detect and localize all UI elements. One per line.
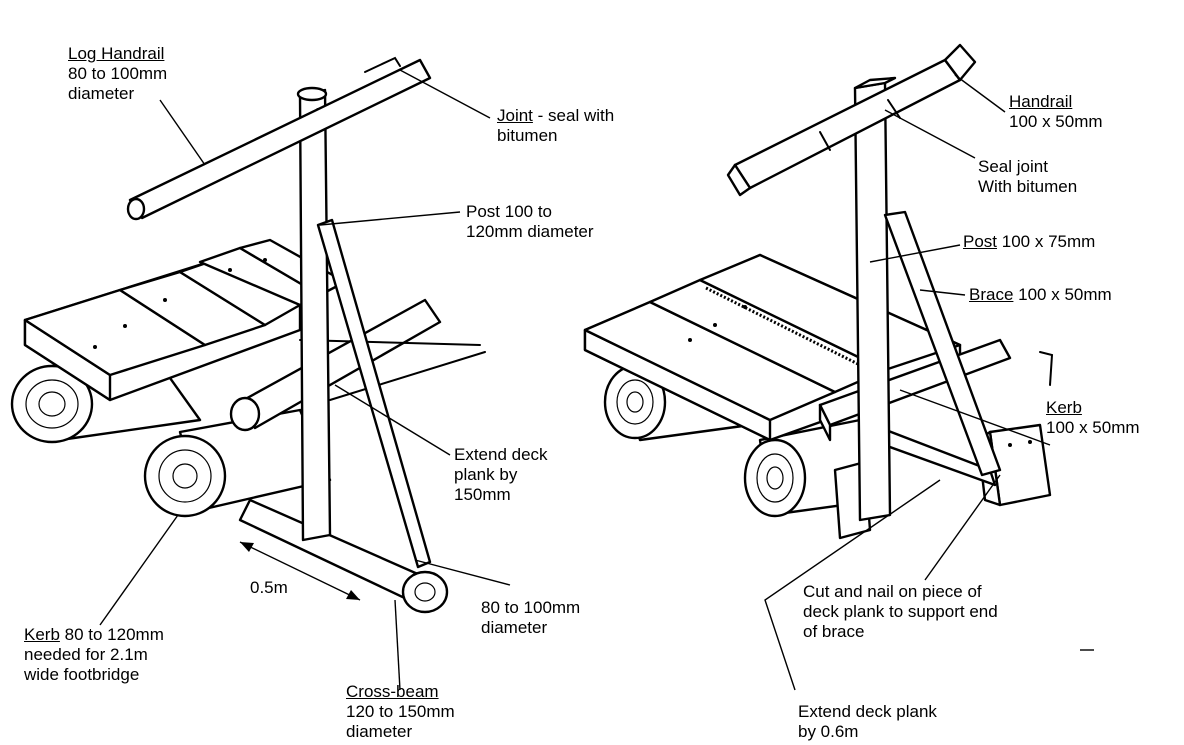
- label-left-post: Post 100 to 120mm diameter: [466, 202, 594, 242]
- joint-term: Joint: [497, 106, 533, 125]
- left-illustration: [10, 56, 511, 691]
- right-deck-planks: [583, 253, 962, 442]
- right-extend-line2: by 0.6m: [798, 722, 859, 741]
- left-leader-lines: [99, 69, 511, 691]
- cut-line2: deck plank to support end: [803, 602, 998, 621]
- label-right-handrail: Handrail 100 x 50mm: [1009, 92, 1103, 132]
- right-kerb-size: 100 x 50mm: [1046, 418, 1140, 437]
- log-handrail-unit: diameter: [68, 84, 135, 103]
- label-log-handrail: Log Handrail 80 to 100mm diameter: [68, 44, 167, 104]
- label-left-kerb: Kerb 80 to 120mm needed for 2.1m wide fo…: [24, 625, 164, 685]
- right-brace-rest: 100 x 50mm: [1013, 285, 1112, 304]
- left-brace: [316, 218, 432, 569]
- left-deck-planks: [23, 238, 347, 402]
- right-handrail-term: Handrail: [1009, 92, 1073, 111]
- left-post: [296, 86, 332, 542]
- crossbeam-term: Cross-beam: [346, 682, 439, 701]
- left-extend-line2: plank by: [454, 465, 518, 484]
- brace-diameter-line2: diameter: [481, 618, 548, 637]
- right-kerb-term: Kerb: [1046, 398, 1082, 417]
- right-illustration: [583, 43, 1094, 691]
- left-log-handrail: [126, 56, 432, 221]
- right-post-term: Post: [963, 232, 998, 251]
- left-kerb-line2: needed for 2.1m: [24, 645, 148, 664]
- left-extend-line1: Extend deck: [454, 445, 548, 464]
- log-handrail-term: Log Handrail: [68, 44, 165, 63]
- label-right-brace: Brace 100 x 50mm: [969, 285, 1112, 305]
- right-brace-line: Brace 100 x 50mm: [969, 285, 1112, 305]
- crossbeam-line3: diameter: [346, 722, 413, 741]
- left-kerb-term: Kerb: [24, 625, 60, 644]
- right-brace: [883, 210, 1002, 477]
- right-handrail-size: 100 x 50mm: [1009, 112, 1103, 131]
- joint-line1: Joint - seal with: [497, 106, 614, 126]
- label-joint: Joint - seal with bitumen: [497, 106, 614, 146]
- label-seal-joint: Seal joint With bitumen: [978, 157, 1077, 197]
- cut-line1: Cut and nail on piece of: [803, 582, 982, 601]
- right-post-line: Post 100 x 75mm: [963, 232, 1095, 252]
- joint-rest: - seal with: [532, 106, 615, 125]
- seal-line2: With bitumen: [978, 177, 1078, 196]
- left-kerb-line3: wide footbridge: [24, 665, 140, 684]
- cut-line3: of brace: [803, 622, 865, 641]
- label-dimension: 0.5m: [250, 578, 288, 597]
- label-cut-and-nail: Cut and nail on piece of deck plank to s…: [803, 582, 998, 642]
- left-kerb-rest: 80 to 120mm: [59, 625, 164, 644]
- right-post: [853, 76, 897, 522]
- left-post-line1: Post 100 to: [466, 202, 553, 221]
- label-crossbeam: Cross-beam 120 to 150mm diameter: [346, 682, 455, 742]
- left-post-line2: 120mm diameter: [466, 222, 594, 241]
- dimension-line-0-5m: [239, 541, 361, 601]
- left-crossbeam: [238, 498, 449, 614]
- right-leader-lines: [764, 74, 1094, 691]
- right-extend-line1: Extend deck plank: [798, 702, 937, 721]
- label-left-extend: Extend deck plank by 150mm: [454, 445, 548, 505]
- log-handrail-size: 80 to 100mm: [68, 64, 168, 83]
- seal-line1: Seal joint: [978, 157, 1048, 176]
- label-right-extend: Extend deck plank by 0.6m: [798, 702, 937, 742]
- label-brace-diameter: 80 to 100mm diameter: [481, 598, 580, 638]
- right-handrail: [726, 43, 977, 197]
- brace-diameter-line1: 80 to 100mm: [481, 598, 581, 617]
- right-brace-term: Brace: [969, 285, 1014, 304]
- left-kerb-line1: Kerb 80 to 120mm: [24, 625, 164, 645]
- joint-line2: bitumen: [497, 126, 558, 145]
- label-right-kerb: Kerb 100 x 50mm: [1046, 398, 1140, 438]
- left-extend-line3: 150mm: [454, 485, 511, 504]
- crossbeam-line2: 120 to 150mm: [346, 702, 455, 721]
- right-post-rest: 100 x 75mm: [997, 232, 1096, 251]
- label-right-post: Post 100 x 75mm: [963, 232, 1095, 252]
